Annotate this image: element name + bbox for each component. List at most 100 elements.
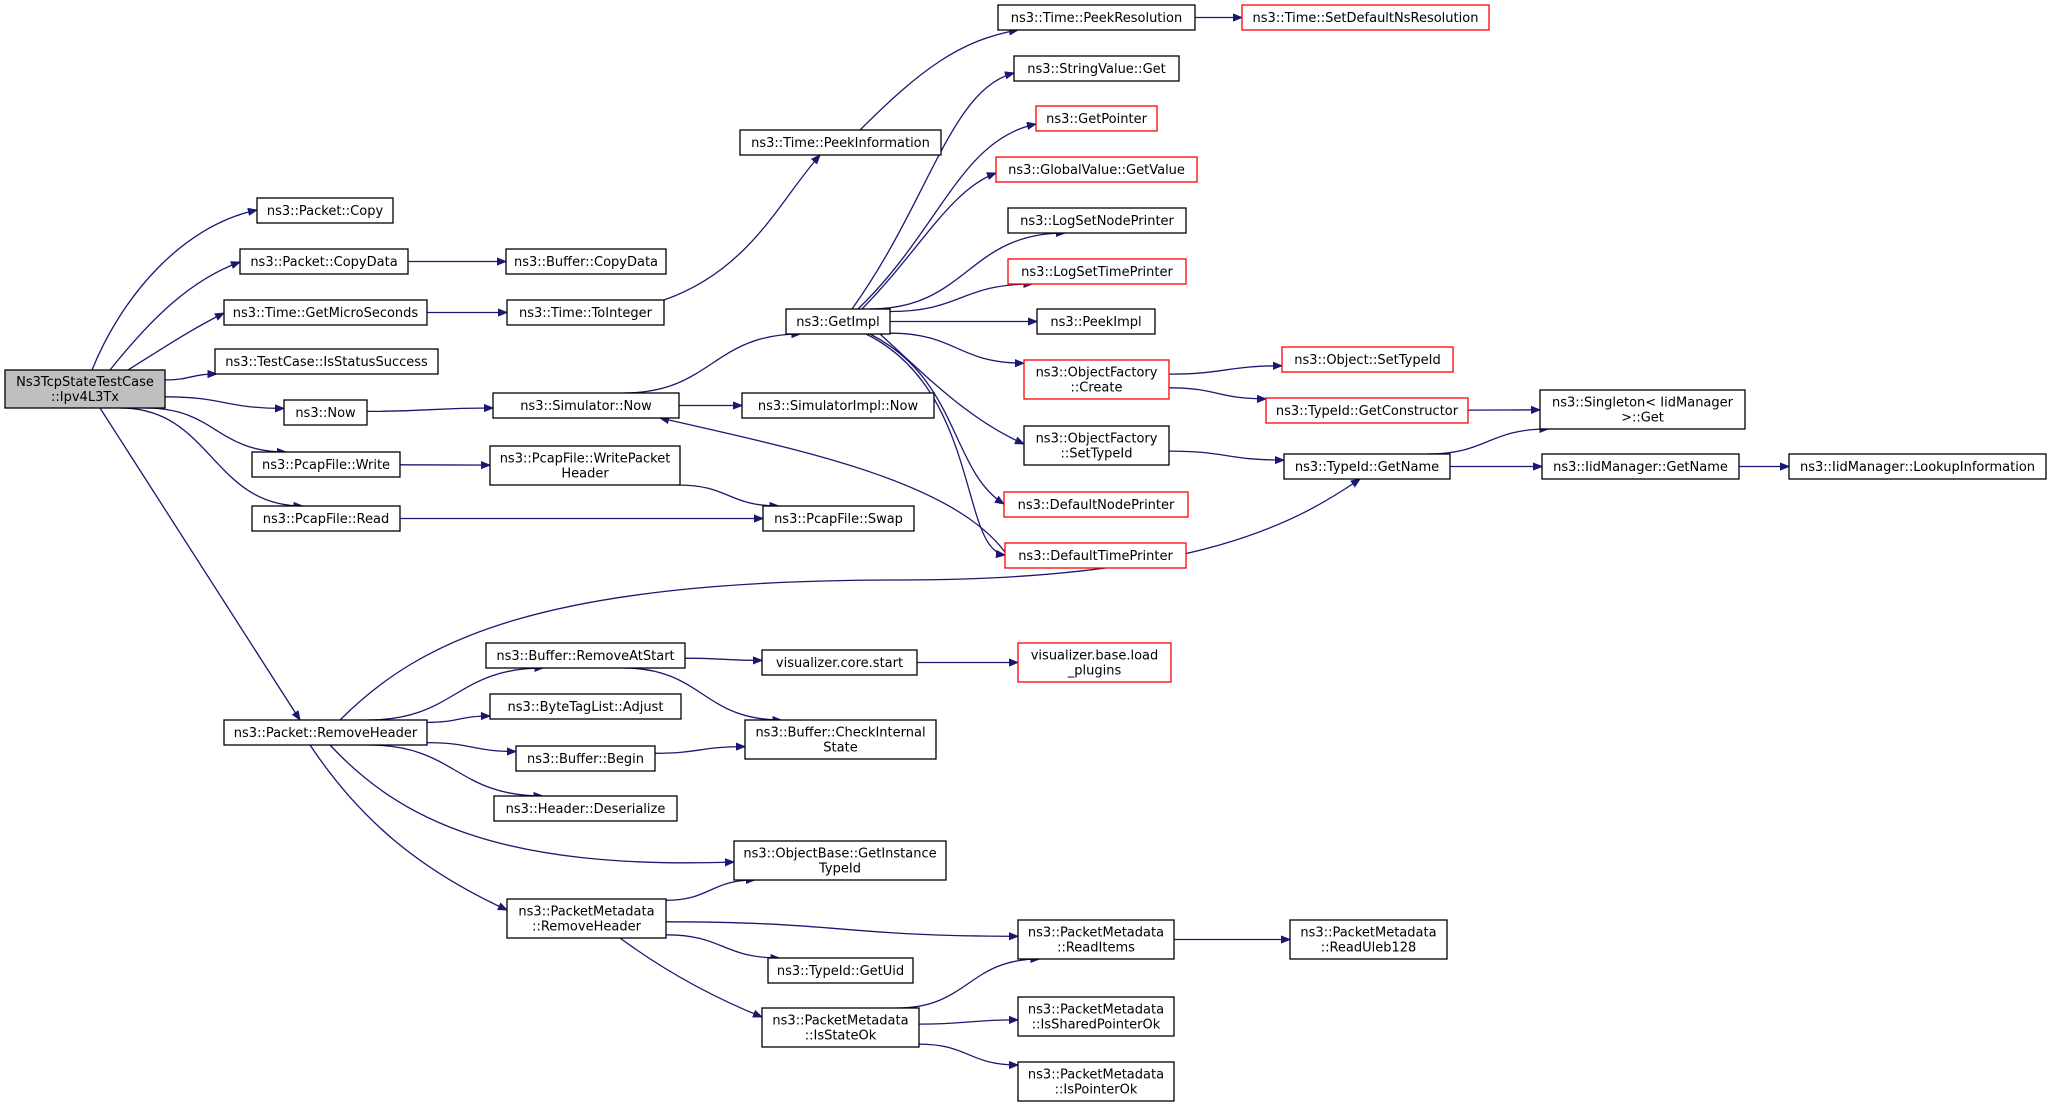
node-label: ns3::TypeId::GetUid <box>777 964 904 979</box>
node-stringvalue-get[interactable]: ns3::StringValue::Get <box>1013 55 1180 82</box>
node-iidmanager-getname[interactable]: ns3::IidManager::GetName <box>1541 453 1740 480</box>
node-pktmeta-readuleb[interactable]: ns3::PacketMetadata::ReadUleb128 <box>1289 919 1448 960</box>
edge-objfactory_create-to-typeid_getconstructor <box>1168 387 1266 399</box>
node-pcap-read[interactable]: ns3::PcapFile::Read <box>251 505 401 532</box>
node-defaultnodeprinter[interactable]: ns3::DefaultNodePrinter <box>1003 491 1189 518</box>
node-box <box>223 299 428 326</box>
node-box <box>1788 453 2047 480</box>
node-objfactory-create[interactable]: ns3::ObjectFactory::Create <box>1023 359 1170 400</box>
node-getpointer[interactable]: ns3::GetPointer <box>1035 105 1158 132</box>
node-box <box>1004 542 1187 569</box>
node-box <box>489 445 681 486</box>
edge-root-to-packet_copy <box>91 210 257 371</box>
edge-pktmeta_removeheader-to-typeid_getuid <box>665 934 779 958</box>
node-iidmanager-lookup[interactable]: ns3::IidManager::LookupInformation <box>1788 453 2047 480</box>
node-root[interactable]: Ns3TcpStateTestCase::Ipv4L3Tx <box>4 369 166 409</box>
node-box <box>761 1007 920 1048</box>
node-box <box>733 840 947 881</box>
node-label: ns3::PcapFile::Swap <box>774 512 903 527</box>
edge-arrow <box>368 744 542 796</box>
node-globalvalue-get[interactable]: ns3::GlobalValue::GetValue <box>995 156 1198 183</box>
node-buffer-begin[interactable]: ns3::Buffer::Begin <box>515 745 656 772</box>
edge-packet_removeheader-to-pktmeta_removeheader <box>309 744 507 911</box>
edge-getimpl-to-stringvalue_get <box>851 73 1014 310</box>
edge-root-to-time_getmicro <box>127 312 224 371</box>
node-label: TypeId <box>818 862 861 877</box>
node-typeid-getuid[interactable]: ns3::TypeId::GetUid <box>767 957 914 984</box>
node-time-peekres[interactable]: ns3::Time::PeekResolution <box>997 4 1196 31</box>
edge-getimpl-to-logsettime <box>889 284 1032 313</box>
node-box <box>506 299 665 326</box>
node-time-setdefault[interactable]: ns3::Time::SetDefaultNsResolution <box>1241 4 1490 31</box>
node-singleton-get[interactable]: ns3::Singleton< IidManager >::Get <box>1539 389 1746 430</box>
node-visualizer-start[interactable]: visualizer.core.start <box>761 649 918 676</box>
edge-arrow <box>99 407 300 720</box>
node-logsettime[interactable]: ns3::LogSetTimePrinter <box>1007 258 1187 285</box>
node-label: ns3::Time::GetMicroSeconds <box>233 306 419 321</box>
node-objfactory-settypeid[interactable]: ns3::ObjectFactory::SetTypeId <box>1023 425 1170 466</box>
edge-arrow <box>665 934 779 958</box>
node-typeid-getconstructor[interactable]: ns3::TypeId::GetConstructor <box>1265 397 1469 424</box>
node-box <box>739 129 942 156</box>
node-typeid-getname[interactable]: ns3::TypeId::GetName <box>1283 453 1451 480</box>
node-pcap-swap[interactable]: ns3::PcapFile::Swap <box>762 505 915 532</box>
node-peekimpl[interactable]: ns3::PeekImpl <box>1036 308 1156 335</box>
edge-buffer_removeatstart-to-buffer_checkinternal <box>623 667 781 720</box>
node-header-deserialize[interactable]: ns3::Header::Deserialize <box>493 795 678 822</box>
node-pktmeta-removeheader[interactable]: ns3::PacketMetadata::RemoveHeader <box>506 898 667 939</box>
node-box <box>762 505 915 532</box>
edge-arrow <box>1168 366 1282 375</box>
node-label: ns3::TypeId::GetConstructor <box>1276 404 1459 419</box>
edge-arrow <box>918 1020 1018 1025</box>
node-time-getmicro[interactable]: ns3::Time::GetMicroSeconds <box>223 299 428 326</box>
node-packet-copy[interactable]: ns3::Packet::Copy <box>256 197 394 224</box>
node-label: ns3::Header::Deserialize <box>506 802 666 817</box>
node-pcap-write[interactable]: ns3::PcapFile::Write <box>251 451 401 478</box>
node-box <box>256 197 394 224</box>
edge-getimpl-to-defaulttimeprinter <box>865 333 1005 555</box>
node-packet-copydata[interactable]: ns3::Packet::CopyData <box>239 248 409 275</box>
node-box <box>1007 207 1187 234</box>
node-logsetnode[interactable]: ns3::LogSetNodePrinter <box>1007 207 1187 234</box>
node-time-tointeger[interactable]: ns3::Time::ToInteger <box>506 299 665 326</box>
node-getimpl[interactable]: ns3::GetImpl <box>785 308 891 335</box>
node-object-settypeid[interactable]: ns3::Object::SetTypeId <box>1281 346 1454 373</box>
node-label: ns3::ObjectFactory <box>1036 432 1158 447</box>
node-simulator-now[interactable]: ns3::Simulator::Now <box>492 392 680 419</box>
node-packet-removeheader[interactable]: ns3::Packet::RemoveHeader <box>223 719 428 746</box>
node-pktmeta-issharedptr[interactable]: ns3::PacketMetadata::IsSharedPointerOk <box>1017 996 1175 1037</box>
edge-root-to-packet_removeheader <box>99 407 300 720</box>
node-box <box>744 719 937 760</box>
node-testcase-isstatus[interactable]: ns3::TestCase::IsStatusSuccess <box>214 348 439 375</box>
node-label: ns3::SimulatorImpl::Now <box>758 399 919 414</box>
edge-packet_removeheader-to-bytetaglist_adjust <box>426 716 490 724</box>
node-pktmeta-isptr[interactable]: ns3::PacketMetadata::IsPointerOk <box>1017 1061 1175 1102</box>
node-label: ns3::PacketMetadata <box>518 905 654 920</box>
edge-simulator_now-to-getimpl <box>623 334 801 394</box>
edge-arrow <box>309 744 507 911</box>
node-pktmeta-isstateok[interactable]: ns3::PacketMetadata::IsStateOk <box>761 1007 920 1048</box>
edge-arrow <box>678 484 778 506</box>
edge-arrow <box>654 747 745 754</box>
node-time-peekinfo[interactable]: ns3::Time::PeekInformation <box>739 129 942 156</box>
node-label: ns3::TypeId::GetName <box>1295 460 1439 475</box>
edge-pktmeta_isstateok-to-pktmeta_issharedptr <box>918 1020 1018 1025</box>
node-bytetaglist-adjust[interactable]: ns3::ByteTagList::Adjust <box>489 693 682 720</box>
node-box <box>1007 258 1187 285</box>
node-buffer-removeatstart[interactable]: ns3::Buffer::RemoveAtStart <box>485 642 686 669</box>
node-visualizer-load[interactable]: visualizer.base.load_plugins <box>1017 642 1172 683</box>
node-buffer-copydata[interactable]: ns3::Buffer::CopyData <box>505 248 667 275</box>
edge-arrow <box>164 396 284 409</box>
node-box <box>785 308 891 335</box>
node-box <box>1023 425 1170 466</box>
node-simimpl-now[interactable]: ns3::SimulatorImpl::Now <box>741 392 935 419</box>
edge-arrow <box>426 741 516 752</box>
node-pktmeta-readitems[interactable]: ns3::PacketMetadata::ReadItems <box>1017 919 1175 960</box>
node-label: Header <box>561 467 609 482</box>
node-label: ::RemoveHeader <box>532 920 642 935</box>
node-defaulttimeprinter[interactable]: ns3::DefaultTimePrinter <box>1004 542 1187 569</box>
node-now[interactable]: ns3::Now <box>283 399 368 426</box>
